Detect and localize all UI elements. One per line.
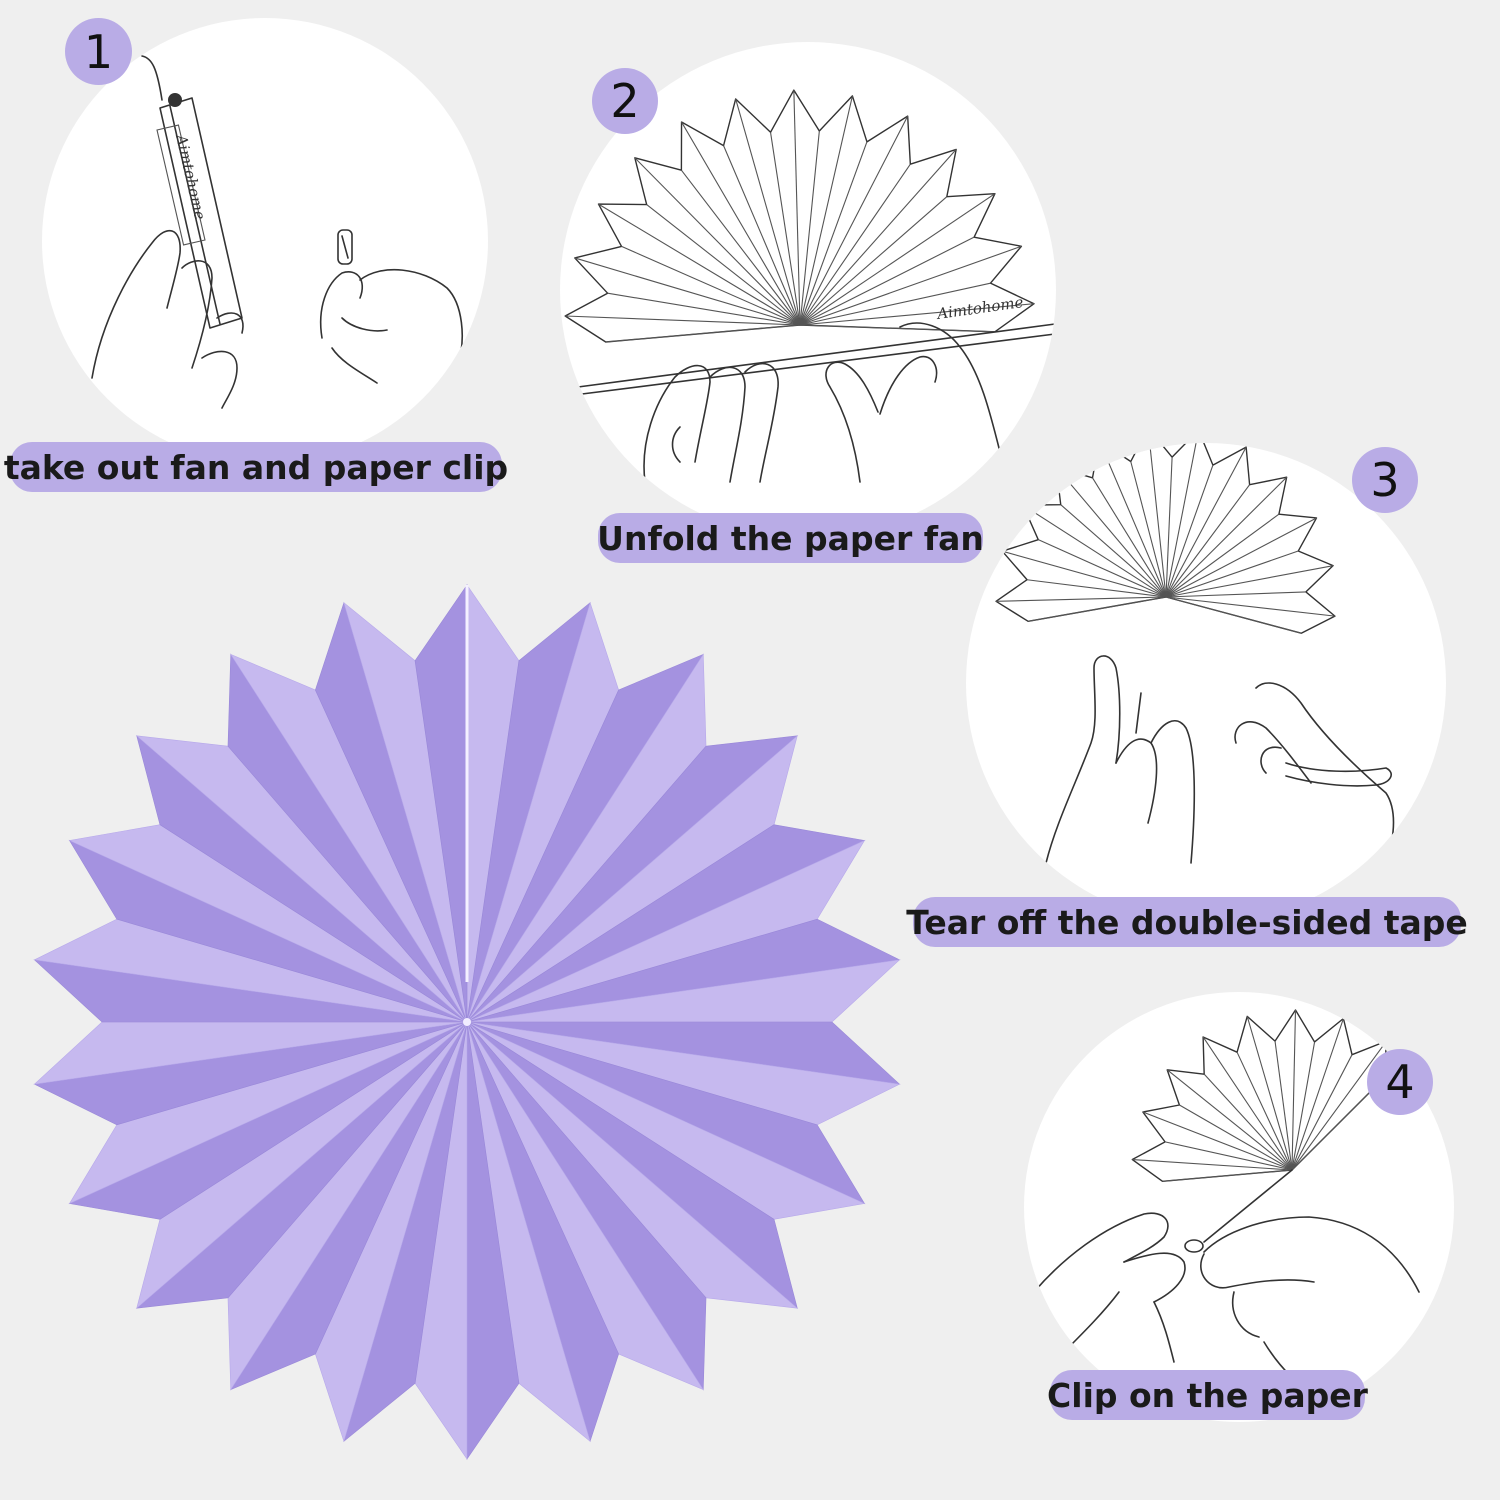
fan-fold-line [1202, 1036, 1293, 1171]
fan-fold-line [996, 596, 1167, 602]
fan-fold-line [799, 149, 957, 326]
fan-fold-line [1291, 1041, 1316, 1171]
fan-fold-line [634, 157, 801, 326]
fan-fold-line [769, 132, 801, 326]
fan-fold-line [735, 98, 801, 326]
fan-fold-line [1165, 464, 1214, 598]
fan-fold-line [605, 324, 801, 343]
fan-fold-line [1203, 1073, 1293, 1171]
fan-outline [564, 89, 1035, 343]
fan-fold-line [680, 169, 801, 326]
step-2-caption: Unfold the paper fan [597, 513, 984, 563]
fan-fold-line [1291, 1010, 1297, 1171]
hands-tearing-tape-icon [995, 443, 1395, 864]
fan-fold-line [1055, 466, 1167, 598]
fan-fold-line [565, 315, 801, 326]
fan-fold-line [799, 324, 995, 333]
fan-fold-line [799, 163, 911, 326]
fan-fold-line [1165, 591, 1306, 598]
fan-fold-line [1246, 1016, 1293, 1171]
hands-holding-fan-and-clip-icon: Aimtohome [86, 55, 463, 419]
step-3-badge: 3 [1352, 447, 1418, 513]
step-4-badge: 4 [1367, 1049, 1433, 1115]
fan-fold-line [799, 193, 996, 326]
fan-fold-line [799, 141, 868, 326]
step-2-badge: 2 [592, 68, 658, 134]
step-2-number: 2 [610, 74, 640, 128]
fan-fold-line [799, 282, 991, 326]
fan-fold-line [1165, 476, 1288, 598]
hands-clipping-paper-icon [1033, 1009, 1420, 1403]
fan-fold-line [1291, 1018, 1344, 1171]
fan-fold-line [1092, 477, 1167, 598]
fan-fold-line [574, 257, 801, 326]
fan-fold-line [1038, 539, 1167, 598]
step-3-caption: Tear off the double-sided tape [906, 897, 1468, 947]
fan-fold-line [1164, 1141, 1293, 1171]
fan-fold-line [1291, 1040, 1388, 1171]
fan-fold-line [1165, 443, 1197, 598]
fan-fold-line [1022, 504, 1167, 598]
fan-fold-line [1166, 1069, 1293, 1171]
fan-fold-line [1236, 1051, 1293, 1171]
fan-fold-line [681, 121, 801, 326]
fan-fold-line [1165, 596, 1302, 634]
fan-fold-line [799, 115, 909, 326]
fan-outline [1131, 1009, 1388, 1183]
fan-fold-line [1027, 579, 1167, 598]
fan-center-hole [463, 1018, 471, 1026]
fan-fold-line [1274, 1041, 1293, 1171]
fan-fold-line [799, 236, 975, 326]
step-1-number: 1 [83, 24, 114, 79]
step-3-number: 3 [1370, 453, 1400, 507]
hands-unfolding-fan-icon: Aimtohome [564, 89, 1056, 493]
fan-fold-line [1132, 1158, 1293, 1171]
step-3-illustration [966, 443, 1446, 923]
fan-fold-line [799, 130, 820, 326]
fan-fold-line [1149, 443, 1167, 598]
fan-fold-line [1028, 596, 1167, 622]
fan-fold-line [1002, 550, 1167, 598]
fan-fold-line [1099, 443, 1167, 598]
fan-fold-line [1165, 596, 1335, 617]
fan-fold-line [1162, 1169, 1293, 1182]
fan-fold-line [1165, 484, 1251, 598]
step-2-illustration: Aimtohome [560, 42, 1056, 538]
fan-fold-line [1165, 446, 1247, 598]
fan-fold-line [793, 90, 801, 326]
fan-fold-line [1142, 1111, 1293, 1171]
step-4-caption: Clip on the paper [1047, 1370, 1368, 1420]
fan-fold-line [1291, 1054, 1353, 1171]
fan-fold-line [799, 196, 948, 326]
fan-fold-line [1165, 513, 1280, 598]
fan-fold-line [646, 204, 801, 326]
fan-fold-line [723, 145, 801, 326]
fan-fold-line [1165, 457, 1173, 598]
step-1-illustration: Aimtohome [42, 18, 488, 464]
fan-fold-line [1165, 565, 1334, 598]
fan-fold-line [1165, 550, 1299, 598]
fan-fold-line [1060, 504, 1167, 598]
fan-fold-line [607, 292, 801, 326]
fan-fold-line [799, 95, 853, 326]
fan-fold-line [1130, 461, 1167, 598]
fan-outline [995, 443, 1336, 634]
fan-fold-line [799, 303, 1035, 326]
fan-fold-line [1165, 517, 1317, 598]
step-1-caption: take out fan and paper clip [4, 442, 508, 492]
step-1-badge: 1 [65, 18, 132, 85]
fan-fold-line [799, 245, 1022, 326]
fan-fold-line [621, 245, 801, 326]
step-4-number: 4 [1385, 1055, 1415, 1109]
fan-fold-line [598, 203, 801, 326]
step-1-brand-text: Aimtohome [172, 131, 210, 222]
fan-fold-line [1179, 1104, 1293, 1171]
